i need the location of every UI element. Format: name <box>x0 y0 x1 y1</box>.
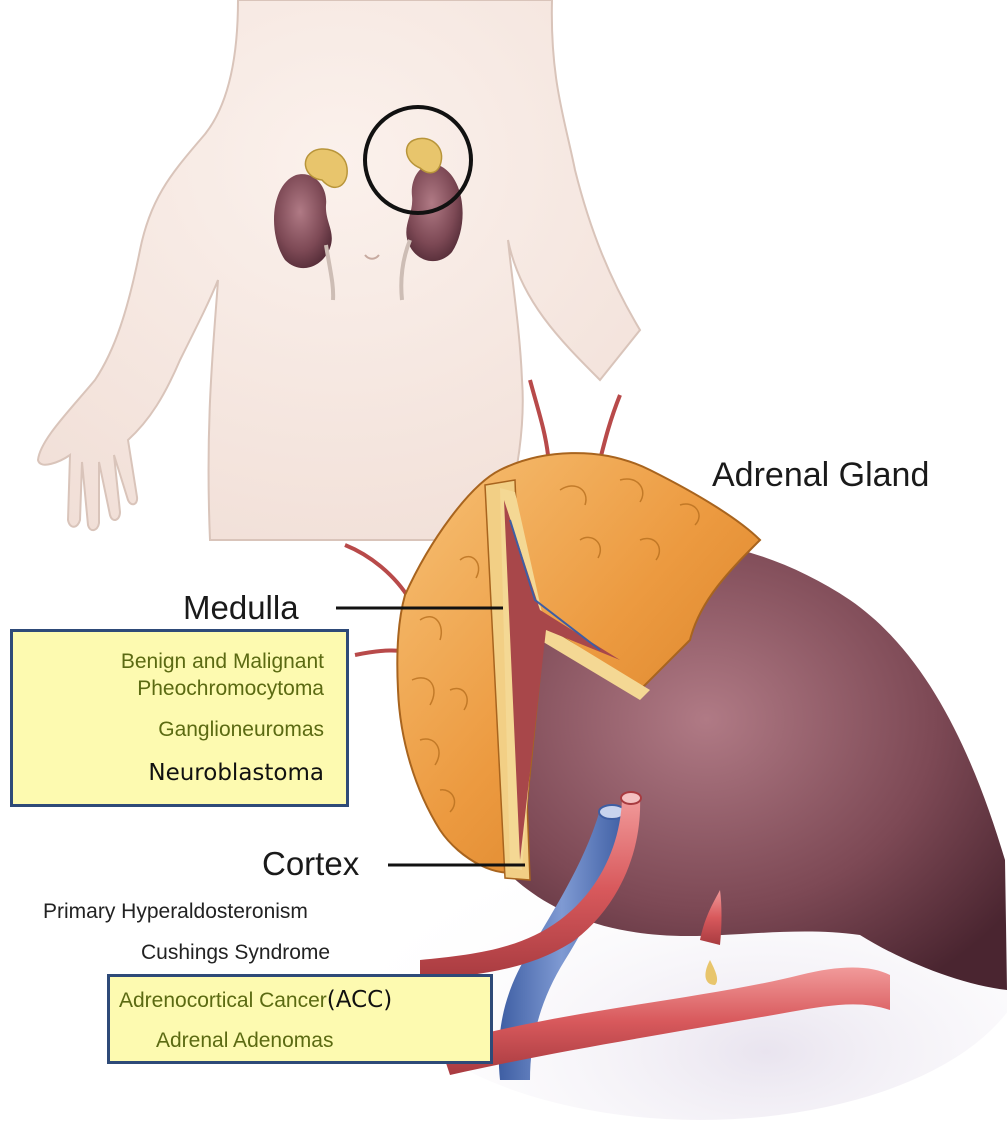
cortex-label: Cortex <box>262 845 359 883</box>
acc-abbrev: (ACC) <box>327 987 392 1013</box>
cortex-conditions-box: Adrenocortical Cancer(ACC) Adrenal Adeno… <box>107 974 493 1064</box>
diagram-title: Adrenal Gland <box>712 456 929 495</box>
adrenal-adenomas-label: Adrenal Adenomas <box>156 1029 333 1053</box>
medulla-conditions-box: Benign and Malignant Pheochromocytoma Ga… <box>10 629 349 807</box>
cortex-condition-1: Primary Hyperaldosteronism <box>43 900 308 924</box>
acc-line: Adrenocortical Cancer(ACC) <box>119 987 392 1013</box>
medulla-condition-1: Benign and Malignant <box>121 650 324 674</box>
medulla-label: Medulla <box>183 589 299 627</box>
medulla-condition-2: Pheochromocytoma <box>137 677 324 701</box>
medulla-condition-3: Ganglioneuromas <box>158 718 324 742</box>
acc-label: Adrenocortical Cancer <box>119 989 327 1012</box>
medulla-condition-4: Neuroblastoma <box>148 760 324 786</box>
cortex-condition-2: Cushings Syndrome <box>141 941 330 965</box>
